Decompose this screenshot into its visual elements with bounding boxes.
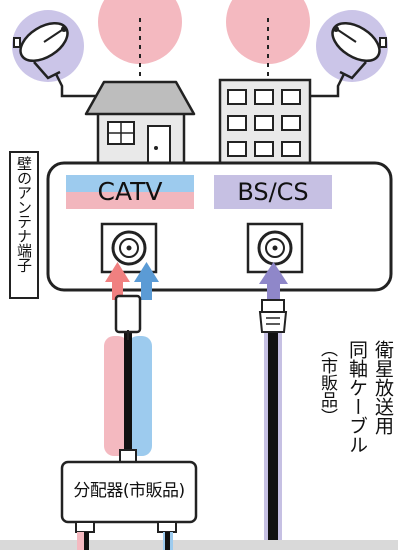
bscs-label: BS/CS bbox=[237, 178, 309, 206]
bscs-cable bbox=[258, 299, 288, 550]
bscs-connector-icon bbox=[246, 222, 304, 274]
splitter-out-right-wire bbox=[165, 532, 170, 550]
splitter-out-left-wire bbox=[84, 532, 89, 550]
splitter-icon bbox=[60, 449, 198, 533]
wall-terminal-label-box bbox=[9, 151, 39, 299]
cable-label-line-3: （市販品） bbox=[317, 340, 337, 425]
bscs-band bbox=[214, 175, 332, 209]
bottom-floor-strip bbox=[0, 540, 398, 550]
cable-label-line-2: 同軸ケーブル bbox=[346, 340, 368, 454]
catv-blue-arrow-icon bbox=[134, 262, 159, 300]
satellite-dish-right-icon bbox=[300, 10, 388, 98]
satellite-dish-left-icon bbox=[12, 10, 100, 98]
cable-label-line-1: 衛星放送用 bbox=[372, 340, 394, 435]
splitter-out-left-red bbox=[77, 532, 85, 550]
house-icon bbox=[84, 80, 196, 170]
catv-label: CATV bbox=[97, 177, 163, 206]
wall-terminal-label: 壁のアンテナ端子 bbox=[15, 156, 33, 272]
catv-band-bottom bbox=[66, 192, 194, 209]
catv-red-arrow-icon bbox=[105, 262, 130, 300]
bscs-purple-arrow-icon bbox=[259, 262, 288, 300]
apartment-building-icon bbox=[218, 78, 312, 172]
catv-cable bbox=[104, 294, 152, 520]
catv-signal-circle bbox=[98, 0, 182, 64]
splitter-label: 分配器(市販品) bbox=[73, 481, 185, 501]
bscs-signal-circle bbox=[226, 0, 310, 64]
catv-band-top bbox=[66, 175, 194, 192]
